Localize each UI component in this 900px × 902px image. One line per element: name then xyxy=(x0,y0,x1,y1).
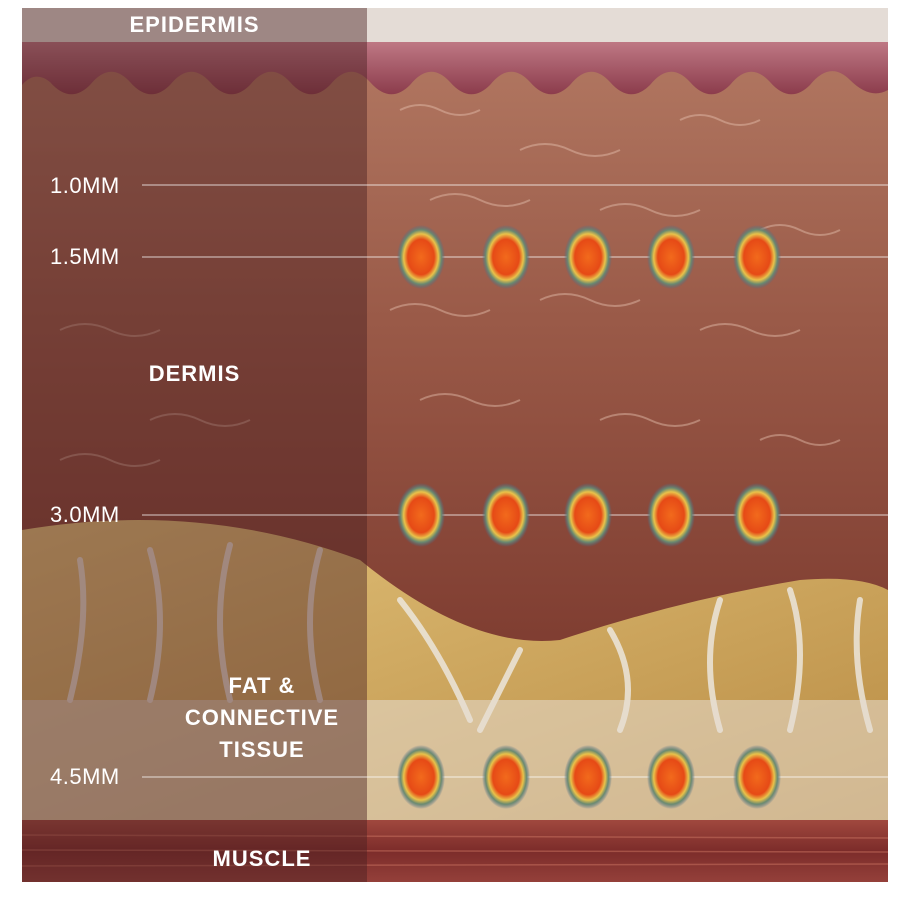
label-fat-line3: TISSUE xyxy=(219,737,305,762)
treatment-point xyxy=(482,483,530,547)
label-fat-line2: CONNECTIVE xyxy=(184,705,340,730)
muscle-fibers xyxy=(21,834,889,867)
treatment-point xyxy=(564,745,612,809)
depth-label-1-5mm: 1.5MM xyxy=(50,244,120,269)
treatment-point xyxy=(733,745,781,809)
label-muscle: MUSCLE xyxy=(212,846,312,871)
depth-label-4-5mm: 4.5MM xyxy=(50,764,120,789)
treatment-point xyxy=(397,745,445,809)
treatment-point xyxy=(647,225,695,289)
treatment-point xyxy=(733,483,781,547)
treatment-point xyxy=(482,745,530,809)
treatment-points xyxy=(397,225,781,809)
depth-label-3-0mm: 3.0MM xyxy=(50,502,120,527)
label-dermis: DERMIS xyxy=(148,361,241,386)
epidermis-layer xyxy=(22,40,888,95)
treatment-point xyxy=(733,225,781,289)
left-overlay xyxy=(22,8,367,882)
treatment-point xyxy=(647,483,695,547)
treatment-point xyxy=(564,225,612,289)
label-fat-line1: FAT & xyxy=(228,673,296,698)
treatment-point xyxy=(482,225,530,289)
treatment-point xyxy=(647,745,695,809)
treatment-point xyxy=(564,483,612,547)
treatment-point xyxy=(397,225,445,289)
depth-label-1-0mm: 1.0MM xyxy=(50,173,120,198)
treatment-point xyxy=(397,483,445,547)
label-epidermis: EPIDERMIS xyxy=(129,12,260,37)
dermis-fibers xyxy=(59,104,841,467)
epidermis-top xyxy=(22,8,888,42)
